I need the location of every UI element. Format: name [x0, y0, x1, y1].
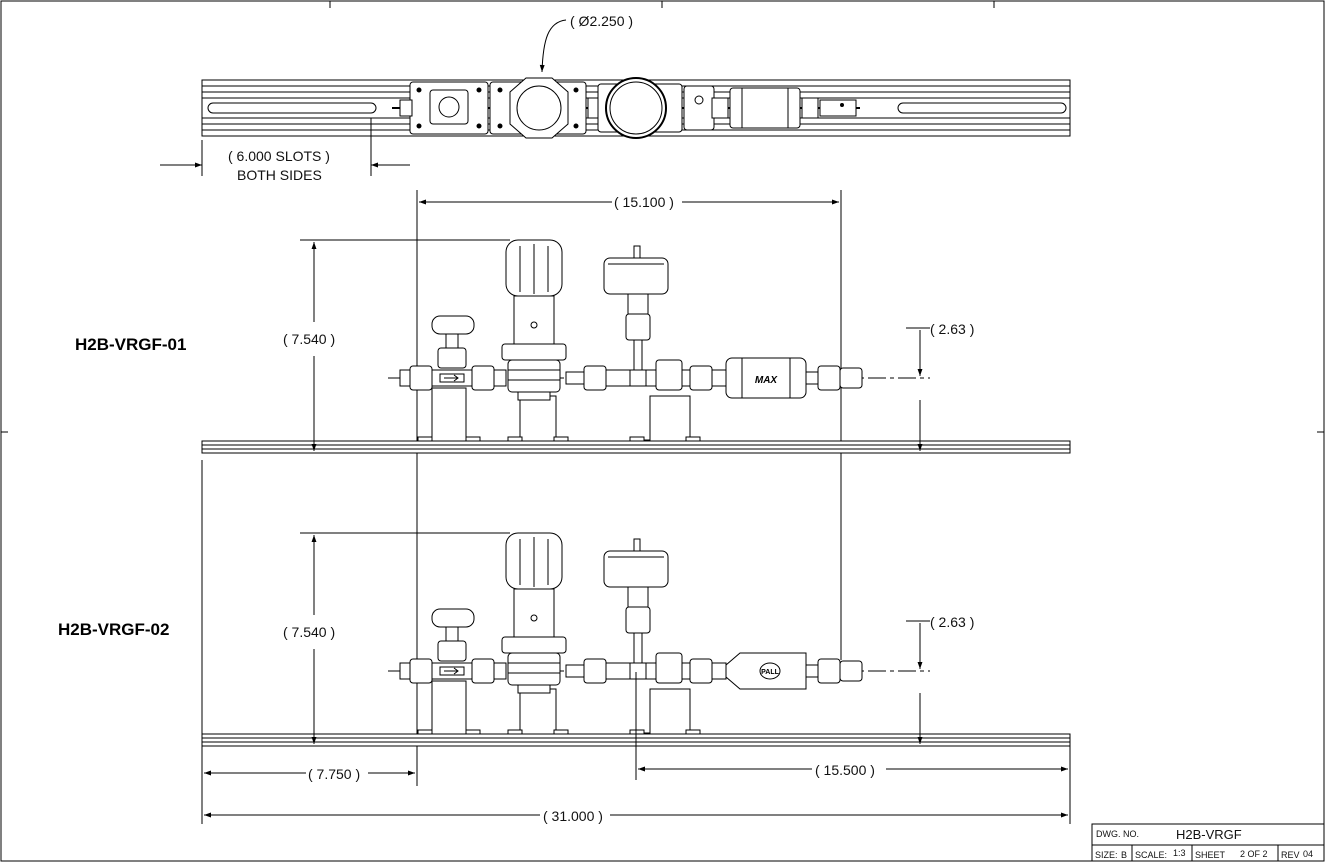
overall-length-callout: ( 31.000 )	[543, 808, 603, 824]
slot-callout-line2: BOTH SIDES	[237, 167, 322, 183]
width-callout: ( 15.100 )	[614, 194, 674, 210]
title-block	[1091, 823, 1325, 862]
bottom-dimensions	[201, 460, 1071, 824]
slot-right	[897, 102, 1067, 114]
base-rail	[201, 440, 1071, 454]
height-dimension-02	[300, 532, 510, 744]
height-dimension-01	[300, 239, 510, 451]
filter-mark-01: MAX	[755, 375, 779, 386]
dwg-no-label: DWG. NO.	[1096, 829, 1139, 839]
slot-callout-line1: ( 6.000 SLOTS )	[228, 148, 330, 164]
left-offset-callout: ( 7.750 )	[308, 766, 360, 782]
slot-left	[207, 102, 377, 114]
size-label: SIZE:	[1095, 850, 1118, 860]
assembly-label-02: H2B-VRGF-02	[58, 620, 169, 639]
centerline-dimension-01	[906, 327, 930, 451]
centerline-callout-01: ( 2.63 )	[930, 321, 974, 337]
sheet-label: SHEET	[1195, 850, 1226, 860]
size-value: B	[1121, 850, 1127, 860]
width-dimension	[416, 190, 842, 786]
assembly-view-02: PALL ( 7.540 ) ( 2.63 )	[201, 532, 1071, 747]
filter-mark-02: PALL	[761, 669, 779, 676]
height-callout-01: ( 7.540 )	[283, 331, 335, 347]
slot-dimension	[160, 118, 410, 176]
centerline-dimension-02	[906, 620, 930, 744]
dwg-no-value: H2B-VRGF	[1176, 827, 1242, 842]
right-span-callout: ( 15.500 )	[815, 762, 875, 778]
scale-value: 1:3	[1173, 848, 1186, 858]
zone-ticks	[1, 1, 1324, 433]
diameter-leader	[539, 19, 567, 73]
assembly-label-01: H2B-VRGF-01	[75, 335, 186, 354]
sheet-value: 2 OF 2	[1240, 849, 1268, 859]
scale-label: SCALE:	[1135, 850, 1167, 860]
centerline-callout-02: ( 2.63 )	[930, 614, 974, 630]
height-callout-02: ( 7.540 )	[283, 624, 335, 640]
assembly-view-01: MAX ( 7.540 ) ( 2.63 )	[201, 239, 1071, 454]
rev-value: 04	[1303, 849, 1313, 859]
diameter-callout: ( Ø2.250 )	[570, 13, 633, 29]
rev-label: REV	[1281, 850, 1300, 860]
top-view	[201, 77, 1071, 139]
